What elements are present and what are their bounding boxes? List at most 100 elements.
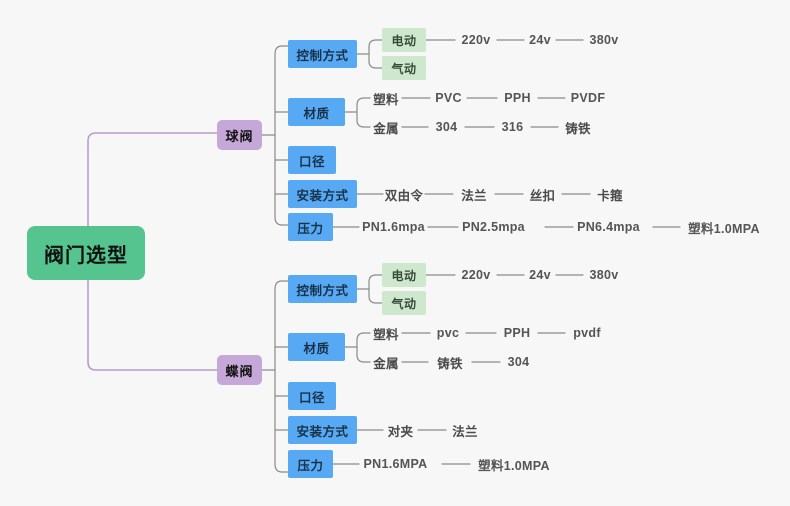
subtopic-ball-pneumatic[interactable]: 气动 xyxy=(382,56,426,80)
leaf-ball-pressure-pn16-label: PN1.6mpa xyxy=(362,220,425,234)
topic-butterfly-material[interactable]: 材质 xyxy=(288,333,345,361)
subtopic-ball-pneumatic-label: 气动 xyxy=(391,61,417,76)
leaf-ball-plastic-pvc[interactable]: PVC xyxy=(430,88,467,108)
leaf-ball-install-thread-label: 丝扣 xyxy=(529,188,556,203)
topic-ball-pressure-label: 压力 xyxy=(297,221,324,236)
subtopic-ball-plastic[interactable]: 塑料 xyxy=(370,88,402,108)
leaf-butterfly-plastic-pph[interactable]: PPH xyxy=(496,323,538,343)
subtopic-ball-metal-label: 金属 xyxy=(373,121,399,136)
subtopic-butterfly-plastic[interactable]: 塑料 xyxy=(370,323,402,343)
topic-butterfly-bore-size[interactable]: 口径 xyxy=(288,382,336,410)
leaf-ball-install-union[interactable]: 双由令 xyxy=(383,184,425,204)
leaf-butterfly-pressure-pn16[interactable]: PN1.6MPA xyxy=(359,454,432,474)
subtopic-butterfly-metal-label: 金属 xyxy=(373,356,399,371)
leaf-ball-plastic-pvc-label: PVC xyxy=(435,91,462,105)
leaf-ball-electric-220v-label: 220v xyxy=(461,33,491,47)
leaf-ball-electric-24v[interactable]: 24v xyxy=(524,30,556,50)
topic-ball-bore-size[interactable]: 口径 xyxy=(288,146,336,174)
leaf-ball-metal-304[interactable]: 304 xyxy=(428,117,465,137)
leaf-butterfly-electric-220v-label: 220v xyxy=(461,268,491,282)
leaf-butterfly-electric-380v[interactable]: 380v xyxy=(583,265,625,285)
leaf-butterfly-plastic-pvdf-label: pvdf xyxy=(573,326,601,340)
root-node-label: 阀门选型 xyxy=(44,244,128,267)
leaf-butterfly-electric-380v-label: 380v xyxy=(589,268,619,282)
leaf-ball-install-clamp-label: 卡箍 xyxy=(597,188,623,203)
leaf-butterfly-plastic-pph-label: PPH xyxy=(503,326,531,340)
branch-node-butterfly-valve[interactable]: 蝶阀 xyxy=(217,355,262,385)
leaf-ball-electric-380v[interactable]: 380v xyxy=(583,30,625,50)
leaf-ball-metal-cast-iron[interactable]: 铸铁 xyxy=(558,117,598,137)
leaf-ball-electric-220v[interactable]: 220v xyxy=(455,30,497,50)
leaf-ball-pressure-pn25[interactable]: PN2.5mpa xyxy=(458,217,529,237)
leaf-butterfly-electric-24v[interactable]: 24v xyxy=(524,265,556,285)
leaf-butterfly-pressure-plastic-10mpa-label: 塑料1.0MPA xyxy=(478,458,550,473)
topic-ball-control-mode[interactable]: 控制方式 xyxy=(288,40,357,68)
subtopic-butterfly-electric-label: 电动 xyxy=(391,268,417,283)
leaf-ball-pressure-plastic-10mpa[interactable]: 塑料1.0MPA xyxy=(680,217,768,237)
topic-butterfly-control-mode-label: 控制方式 xyxy=(296,283,349,298)
subtopic-butterfly-electric[interactable]: 电动 xyxy=(382,263,426,287)
topic-ball-material-label: 材质 xyxy=(303,106,330,121)
leaf-butterfly-pressure-plastic-10mpa[interactable]: 塑料1.0MPA xyxy=(470,454,558,474)
topic-butterfly-installation[interactable]: 安装方式 xyxy=(288,416,357,444)
leaf-ball-electric-380v-label: 380v xyxy=(589,33,619,47)
subtopic-ball-electric[interactable]: 电动 xyxy=(382,28,426,52)
leaf-ball-install-flange-label: 法兰 xyxy=(461,188,487,203)
leaf-butterfly-pressure-pn16-label: PN1.6MPA xyxy=(363,457,428,471)
topic-butterfly-bore-size-label: 口径 xyxy=(298,390,325,405)
root-node-valve-selection[interactable]: 阀门选型 xyxy=(27,226,145,280)
leaf-ball-plastic-pvdf[interactable]: PVDF xyxy=(565,88,611,108)
leaf-butterfly-plastic-pvdf[interactable]: pvdf xyxy=(565,323,609,343)
leaf-butterfly-plastic-pvc-label: pvc xyxy=(436,326,460,340)
subtopic-butterfly-metal[interactable]: 金属 xyxy=(370,352,402,372)
leaf-ball-pressure-pn64-label: PN6.4mpa xyxy=(577,220,640,234)
leaf-ball-electric-24v-label: 24v xyxy=(529,33,551,47)
topic-ball-installation[interactable]: 安装方式 xyxy=(288,180,357,208)
subtopic-butterfly-plastic-label: 塑料 xyxy=(373,327,399,342)
leaf-ball-plastic-pph-label: PPH xyxy=(504,91,531,105)
leaf-butterfly-metal-304-label: 304 xyxy=(507,355,530,369)
topic-ball-material[interactable]: 材质 xyxy=(288,98,345,126)
leaf-ball-pressure-plastic-10mpa-label: 塑料1.0MPA xyxy=(688,221,760,236)
topic-butterfly-material-label: 材质 xyxy=(303,341,330,356)
leaf-butterfly-plastic-pvc[interactable]: pvc xyxy=(430,323,466,343)
leaf-butterfly-install-wafer[interactable]: 对夹 xyxy=(383,420,418,440)
subtopic-butterfly-pneumatic[interactable]: 气动 xyxy=(382,291,426,315)
subtopic-ball-metal[interactable]: 金属 xyxy=(370,117,402,137)
branch-node-ball-valve[interactable]: 球阀 xyxy=(217,120,262,150)
leaf-ball-metal-cast-iron-label: 铸铁 xyxy=(565,121,591,136)
leaf-butterfly-electric-220v[interactable]: 220v xyxy=(455,265,497,285)
leaf-ball-plastic-pph[interactable]: PPH xyxy=(497,88,538,108)
leaf-butterfly-metal-304[interactable]: 304 xyxy=(500,352,537,372)
topic-ball-installation-label: 安装方式 xyxy=(296,188,349,203)
leaf-ball-install-flange[interactable]: 法兰 xyxy=(453,184,495,204)
leaf-ball-metal-316-label: 316 xyxy=(501,120,524,134)
leaf-ball-install-clamp[interactable]: 卡箍 xyxy=(590,184,630,204)
leaf-butterfly-install-wafer-label: 对夹 xyxy=(387,424,414,439)
subtopic-ball-plastic-label: 塑料 xyxy=(373,92,399,107)
leaf-butterfly-electric-24v-label: 24v xyxy=(529,268,551,282)
branch-node-ball-valve-label: 球阀 xyxy=(225,128,254,144)
leaf-ball-pressure-pn25-label: PN2.5mpa xyxy=(462,220,525,234)
leaf-ball-plastic-pvdf-label: PVDF xyxy=(570,91,606,105)
branch-node-butterfly-valve-label: 蝶阀 xyxy=(225,363,254,379)
leaf-butterfly-metal-cast-iron-label: 铸铁 xyxy=(437,356,463,371)
leaf-ball-install-thread[interactable]: 丝扣 xyxy=(523,184,562,204)
leaf-butterfly-install-flange[interactable]: 法兰 xyxy=(446,420,484,440)
topic-butterfly-pressure-label: 压力 xyxy=(297,458,324,473)
topic-ball-bore-size-label: 口径 xyxy=(298,154,325,169)
subtopic-ball-electric-label: 电动 xyxy=(391,33,417,48)
leaf-ball-metal-316[interactable]: 316 xyxy=(494,117,531,137)
leaf-butterfly-metal-cast-iron[interactable]: 铸铁 xyxy=(428,352,472,372)
leaf-ball-pressure-pn64[interactable]: PN6.4mpa xyxy=(573,217,644,237)
topic-ball-control-mode-label: 控制方式 xyxy=(296,48,349,63)
topic-butterfly-pressure[interactable]: 压力 xyxy=(288,450,333,478)
leaf-ball-metal-304-label: 304 xyxy=(435,120,458,134)
leaf-butterfly-install-flange-label: 法兰 xyxy=(452,424,478,439)
leaf-ball-install-union-label: 双由令 xyxy=(384,188,424,203)
topic-butterfly-control-mode[interactable]: 控制方式 xyxy=(288,275,357,303)
leaf-ball-pressure-pn16[interactable]: PN1.6mpa xyxy=(359,217,428,237)
subtopic-butterfly-pneumatic-label: 气动 xyxy=(391,296,417,311)
topic-ball-pressure[interactable]: 压力 xyxy=(288,213,333,241)
